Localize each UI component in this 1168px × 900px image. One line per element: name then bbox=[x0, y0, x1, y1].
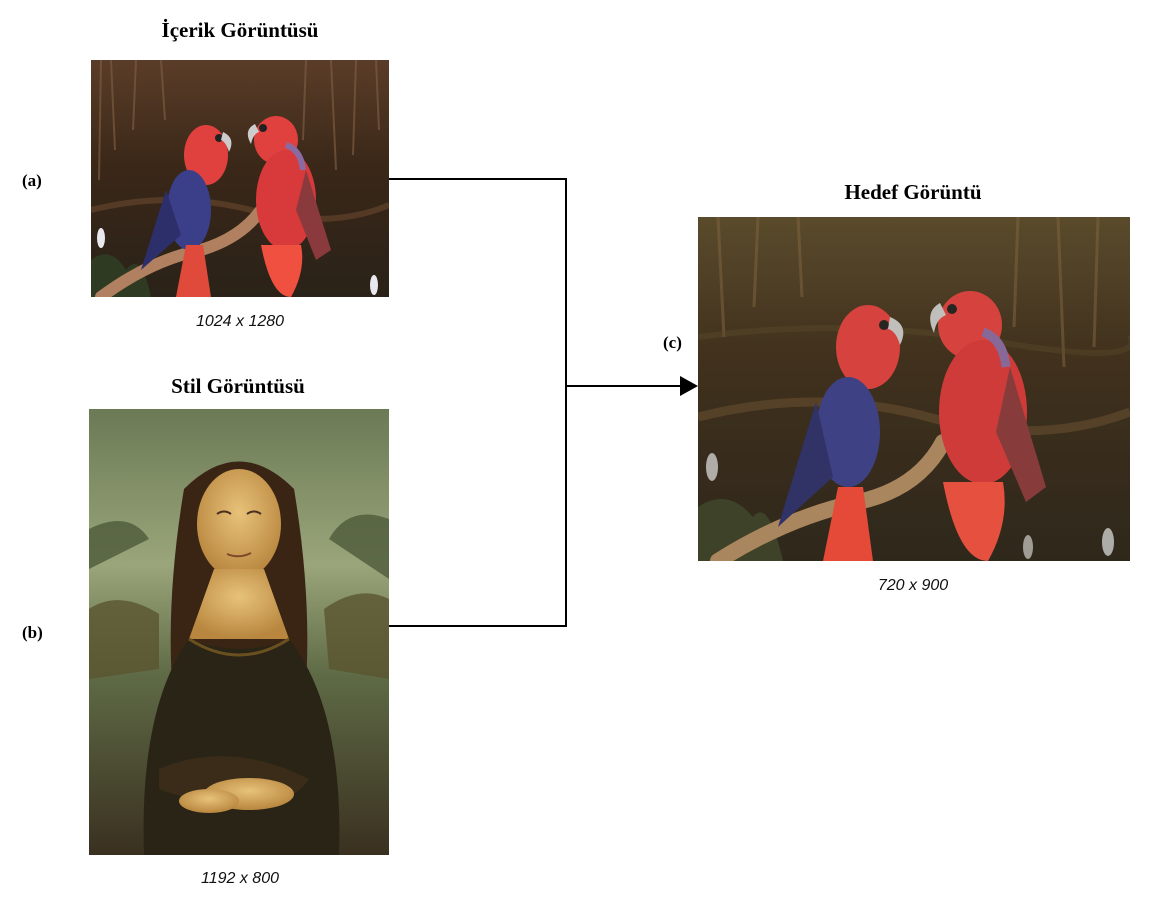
target-image bbox=[698, 217, 1130, 561]
style-image-dimensions: 1192 x 800 bbox=[201, 870, 279, 887]
content-image bbox=[91, 60, 389, 297]
content-connector bbox=[389, 178, 567, 627]
content-panel-label: (a) bbox=[22, 171, 42, 190]
target-image-title: Hedef Görüntü bbox=[844, 180, 982, 204]
arrow-head-icon bbox=[680, 376, 698, 396]
content-image-dimensions: 1024 x 1280 bbox=[195, 313, 285, 330]
style-image-title: Stil Görüntüsü bbox=[171, 374, 305, 398]
target-panel-label: (c) bbox=[663, 333, 682, 352]
target-image-dimensions: 720 x 900 bbox=[877, 577, 949, 594]
content-image-title: İçerik Görüntüsü bbox=[161, 18, 319, 42]
style-panel-label: (b) bbox=[22, 623, 43, 642]
style-image bbox=[89, 409, 389, 855]
